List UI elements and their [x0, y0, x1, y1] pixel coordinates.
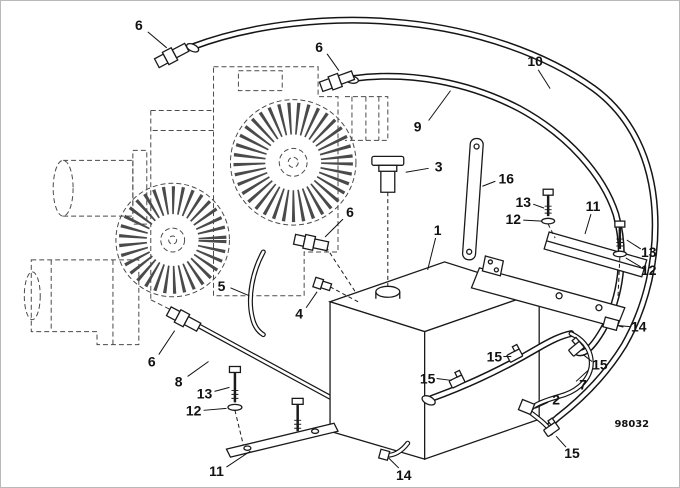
callout-label: 5 — [218, 278, 226, 294]
engine-assembly-phantom — [23, 66, 389, 346]
callout-leader — [575, 370, 589, 382]
callout-label: 15 — [420, 370, 436, 386]
callout-leader — [203, 407, 227, 411]
callout-leader — [523, 219, 543, 222]
callout-leader — [326, 53, 340, 72]
callout-label: 3 — [435, 158, 443, 174]
hose-clamp-15 — [506, 343, 524, 363]
callout-leader — [436, 377, 452, 381]
callout-leader — [534, 401, 549, 409]
callout-label: 6 — [135, 17, 143, 33]
callout-leader — [482, 180, 496, 187]
callout-label: 11 — [209, 463, 224, 479]
callout-leader — [187, 361, 209, 377]
hose-clamp-15 — [448, 369, 466, 389]
callout-label: 16 — [499, 170, 515, 186]
alignment-line — [329, 286, 361, 304]
tube-7 — [528, 331, 594, 411]
callout-leader — [428, 90, 451, 121]
callout-label: 1 — [434, 222, 442, 238]
callout-leader — [618, 325, 630, 328]
bar-11-bottom — [225, 422, 339, 458]
callout-label: 11 — [586, 198, 601, 214]
callout-label: 15 — [487, 349, 503, 365]
callout-label: 7 — [579, 376, 587, 392]
callout-leader — [405, 167, 429, 173]
callout-leader — [626, 239, 642, 250]
fitting-4 — [312, 276, 333, 292]
washer-12 — [612, 250, 627, 258]
bolt-13-right-a — [541, 188, 556, 239]
callout-leader — [226, 450, 251, 468]
tube-8 — [194, 322, 343, 408]
callout-leader — [388, 457, 400, 469]
callout-label: 13 — [197, 385, 213, 401]
fitting-6 — [318, 70, 356, 93]
callout-label: 14 — [396, 467, 412, 483]
callout-leader — [214, 386, 230, 392]
callout-label: 12 — [506, 211, 522, 227]
callout-leader — [427, 237, 437, 271]
callout-label: 4 — [295, 306, 303, 322]
fitting-6 — [292, 233, 330, 252]
callout-label: 12 — [186, 402, 202, 418]
bolt-13-left — [227, 365, 244, 446]
mounting-plate — [470, 255, 626, 332]
callout-label: 12 — [641, 262, 657, 278]
bolt-13-right-b — [612, 220, 627, 300]
tube-5 — [247, 249, 266, 338]
callout-label: 6 — [346, 204, 354, 220]
callout-leader — [582, 354, 593, 362]
callout-leader — [147, 31, 168, 49]
callout-label: 15 — [592, 357, 608, 373]
hose-clamp-15 — [568, 336, 585, 357]
fitting-14-right — [602, 316, 624, 332]
washer-12 — [541, 217, 556, 225]
callout-leader — [533, 203, 545, 209]
strap-16 — [461, 137, 484, 261]
figure-number: 98032 — [615, 419, 650, 430]
alignment-line — [325, 246, 357, 294]
callout-label: 14 — [631, 319, 647, 335]
callout-label: 13 — [515, 194, 531, 210]
callout-leader — [324, 218, 344, 238]
callout-leader — [158, 330, 176, 355]
callout-label: 10 — [527, 53, 543, 69]
callout-leader — [230, 287, 250, 297]
callout-leader — [584, 213, 592, 235]
callout-label: 2 — [552, 391, 560, 407]
channel-11-right — [543, 231, 648, 278]
callout-leader — [625, 257, 642, 268]
fitting-6 — [153, 42, 190, 69]
drain-fitting-14 — [377, 440, 411, 462]
callout-label: 6 — [148, 354, 156, 370]
callout-label: 9 — [414, 118, 422, 134]
washer-12 — [227, 403, 243, 411]
callout-leader — [305, 291, 318, 309]
callout-label: 15 — [564, 445, 580, 461]
callout-label: 6 — [315, 39, 323, 55]
fitting-6 — [165, 306, 202, 333]
hose-clamp-15 — [543, 417, 560, 437]
callout-label: 13 — [641, 244, 657, 260]
callout-label: 8 — [175, 373, 183, 389]
suction-hose — [421, 330, 575, 406]
callout-leader — [537, 69, 551, 89]
hose-10 — [185, 16, 659, 436]
callout-leader — [555, 435, 567, 448]
filler-cap — [371, 155, 405, 288]
